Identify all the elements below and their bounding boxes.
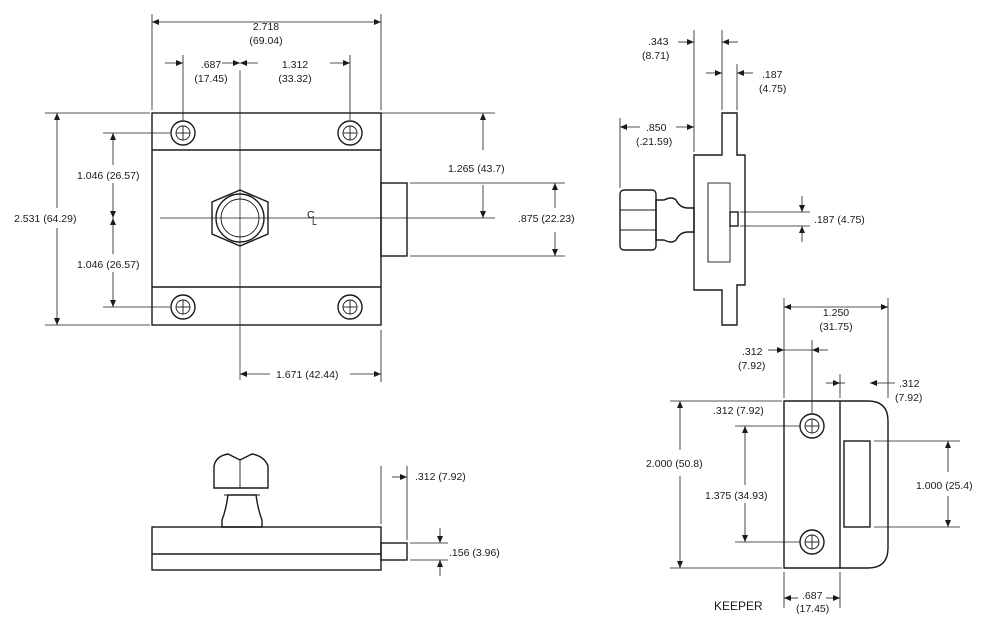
pin-diameter-label: .187 (4.75) — [814, 214, 865, 226]
svg-text:C: C — [307, 209, 315, 221]
keeper-hole-top — [799, 413, 825, 439]
keeper-hole-bottom — [799, 529, 825, 555]
side-knob-head — [619, 189, 657, 251]
keeper-top-hole-offset-label: .312 (7.92) — [713, 405, 764, 417]
hole-spacing-x-label: 1.312 — [282, 59, 308, 71]
side-backplate — [693, 112, 746, 326]
side-view: .343 (8.71) .187 (4.75) .850 (.21.59) .1… — [619, 30, 865, 326]
knob-projection-mm-label: (.21.59) — [636, 136, 672, 148]
keeper-outline — [783, 400, 889, 569]
bolt-height-label: .875 (22.23) — [518, 213, 575, 225]
top-body — [151, 526, 382, 571]
screw-hole-top-left — [170, 120, 196, 146]
centerline-symbol: C L — [307, 209, 317, 227]
overall-height-label: 2.531 (64.29) — [14, 213, 76, 225]
bolt-extension-label: .312 (7.92) — [415, 471, 466, 483]
side-bolt-pocket — [707, 182, 731, 263]
step-thickness-mm-label: (4.75) — [759, 83, 786, 95]
keeper-slot-height-label: 1.000 (25.4) — [916, 480, 973, 492]
keeper-width-mm-label: (31.75) — [819, 321, 852, 333]
side-pin — [729, 211, 739, 227]
overall-width-label: 2.718 — [253, 21, 279, 33]
bolt-thickness-label: .156 (3.96) — [449, 547, 500, 559]
keeper-height-label: 2.000 (50.8) — [646, 458, 703, 470]
keeper-left-offset-label: .312 — [742, 346, 763, 358]
keeper-title: KEEPER — [714, 599, 763, 613]
screw-hole-bottom-left — [170, 294, 196, 320]
plate-thickness-mm-label: (8.71) — [642, 50, 669, 62]
plate-thickness-label: .343 — [648, 36, 669, 48]
bolt-stub — [380, 182, 408, 257]
overall-width-mm-label: (69.04) — [249, 35, 282, 47]
keeper-right-offset-mm-label: (7.92) — [895, 392, 922, 404]
hole-offset-x-mm-label: (17.45) — [194, 73, 227, 85]
screw-hole-bottom-right — [337, 294, 363, 320]
svg-text:L: L — [312, 217, 317, 227]
keeper-hole-spacing-label: 1.375 (34.93) — [705, 490, 767, 502]
center-to-right-edge-label: 1.671 (42.44) — [276, 369, 338, 381]
top-knob-head — [213, 453, 269, 489]
knob-projection-label: .850 — [646, 122, 667, 134]
front-view: C L 2.718 (69.04) .687 (17.45) 1.312 (33… — [14, 14, 575, 382]
lower-hole-to-center-label: 1.046 (26.57) — [77, 259, 139, 271]
top-view: .312 (7.92) .156 (3.96) — [151, 453, 500, 576]
hole-spacing-x-mm-label: (33.32) — [278, 73, 311, 85]
keeper-hole-x-offset-label: .687 — [802, 590, 823, 602]
keeper-view: 1.250 (31.75) .312 (7.92) .312 (7.92) 2.… — [646, 298, 973, 615]
top-knob-neck — [221, 494, 263, 528]
keeper-hole-x-offset-mm-label: (17.45) — [796, 603, 829, 615]
upper-hole-to-center-label: 1.046 (26.57) — [77, 170, 139, 182]
keeper-slot — [843, 440, 871, 528]
hole-offset-x-label: .687 — [201, 59, 222, 71]
step-thickness-label: .187 — [762, 69, 783, 81]
screw-hole-top-right — [337, 120, 363, 146]
keeper-width-label: 1.250 — [823, 307, 849, 319]
top-bolt — [380, 542, 408, 561]
side-knob-neck — [655, 197, 695, 243]
keeper-left-offset-mm-label: (7.92) — [738, 360, 765, 372]
keeper-right-offset-label: .312 — [899, 378, 920, 390]
bolt-top-offset-label: 1.265 (43.7) — [448, 163, 505, 175]
